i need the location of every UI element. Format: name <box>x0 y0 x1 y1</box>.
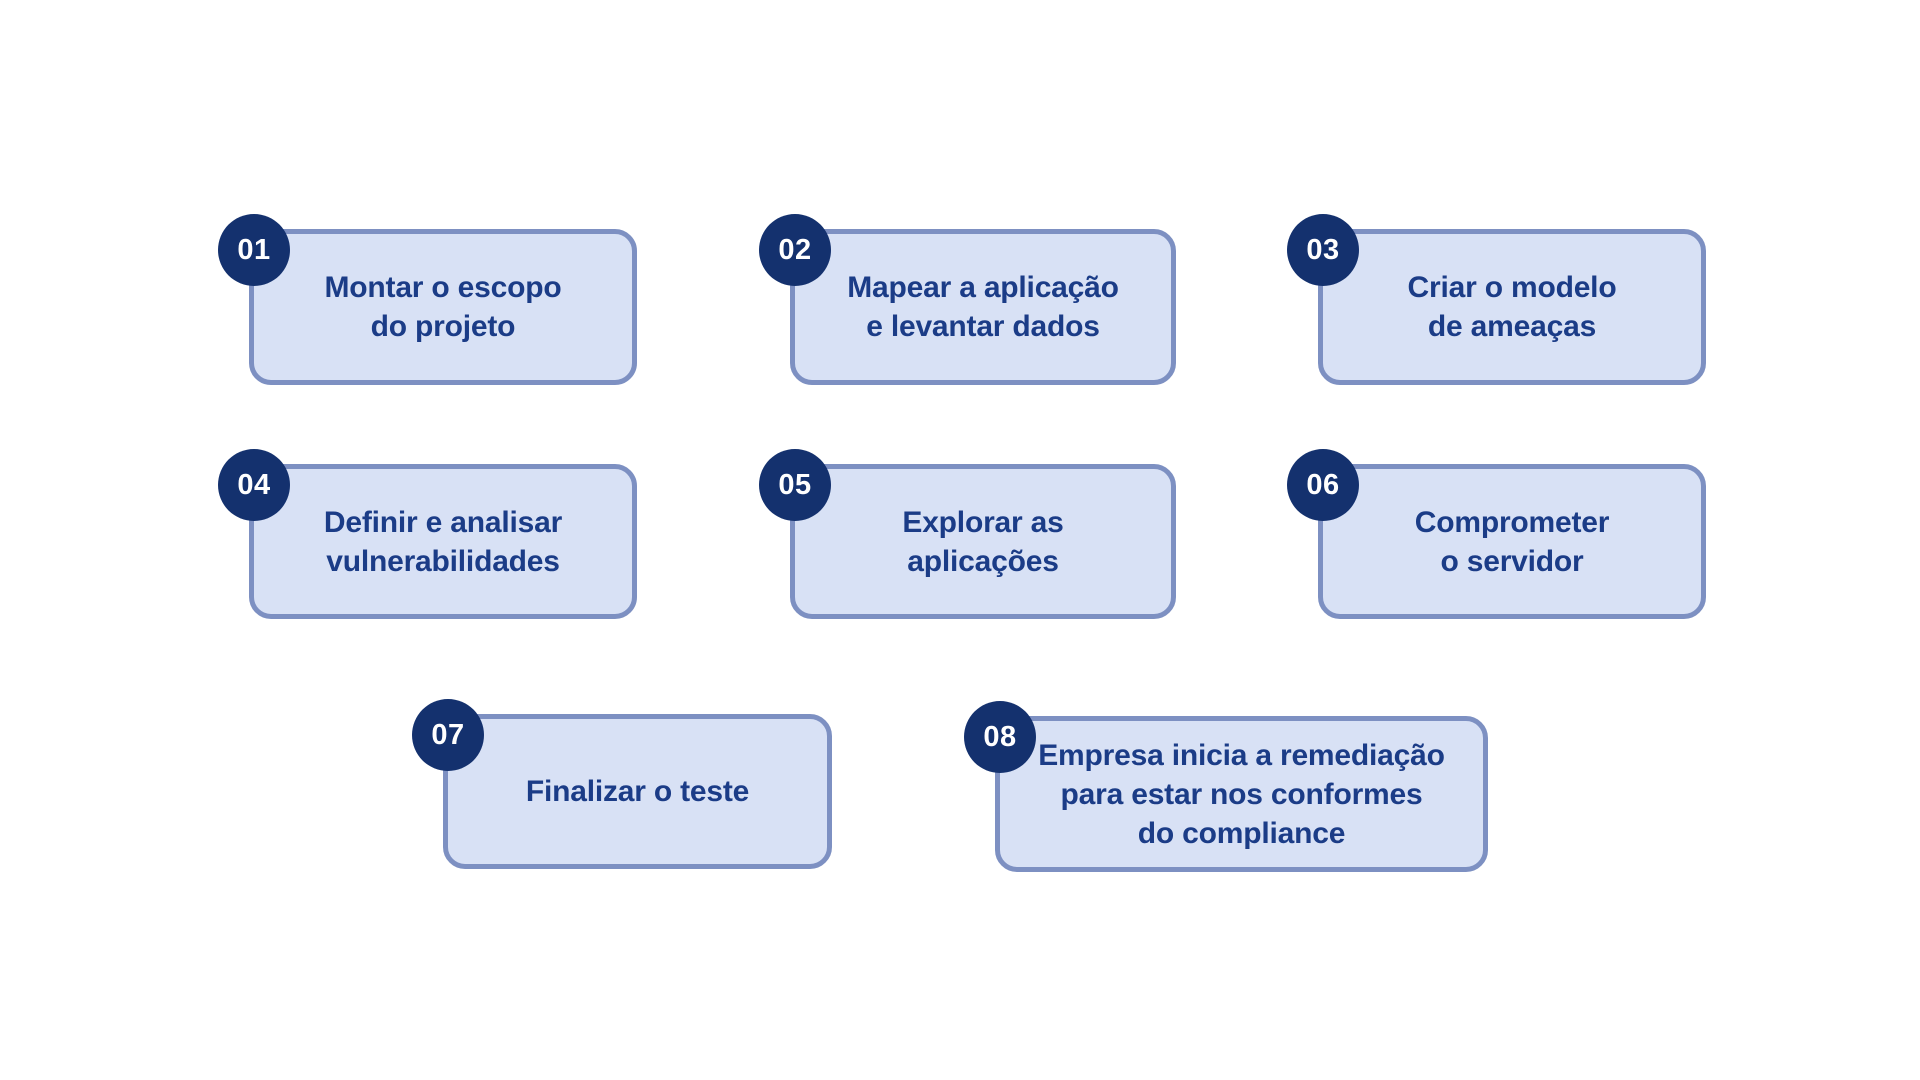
step-number: 04 <box>237 468 271 501</box>
step-number: 02 <box>778 233 812 266</box>
step-number: 07 <box>431 718 465 751</box>
step-label: Empresa inicia a remediação para estar n… <box>1038 738 1445 850</box>
step-card-01: 01 Montar o escopo do projeto <box>218 214 637 385</box>
step-card-08: 08 Empresa inicia a remediação para esta… <box>964 701 1488 872</box>
step-number-badge: 04 <box>218 449 290 521</box>
step-card-02: 02 Mapear a aplicação e levantar dados <box>759 214 1176 385</box>
step-number-badge: 02 <box>759 214 831 286</box>
step-card-07: 07 Finalizar o teste <box>412 699 832 869</box>
step-number-badge: 08 <box>964 701 1036 773</box>
step-number: 05 <box>778 468 812 501</box>
step-label: Comprometer o servidor <box>1414 505 1610 578</box>
step-number: 06 <box>1306 468 1340 501</box>
step-card-05: 05 Explorar as aplicações <box>759 449 1176 619</box>
step-number: 08 <box>983 720 1017 753</box>
step-number: 01 <box>237 233 271 266</box>
step-number: 03 <box>1306 233 1340 266</box>
step-label: Montar o escopo do projeto <box>324 271 562 343</box>
step-number-badge: 05 <box>759 449 831 521</box>
step-card-03: 03 Criar o modelo de ameaças <box>1287 214 1706 385</box>
step-card-04: 04 Definir e analisar vulnerabilidades <box>218 449 637 619</box>
step-number-badge: 06 <box>1287 449 1359 521</box>
step-label: Finalizar o teste <box>525 775 750 808</box>
step-number-badge: 03 <box>1287 214 1359 286</box>
step-card-06: 06 Comprometer o servidor <box>1287 449 1706 619</box>
step-label: Mapear a aplicação e levantar dados <box>847 271 1119 343</box>
step-label: Definir e analisar vulnerabilidades <box>323 505 563 578</box>
step-label: Criar o modelo de ameaças <box>1407 271 1617 343</box>
step-number-badge: 07 <box>412 699 484 771</box>
step-number-badge: 01 <box>218 214 290 286</box>
step-label: Explorar as aplicações <box>902 505 1064 578</box>
